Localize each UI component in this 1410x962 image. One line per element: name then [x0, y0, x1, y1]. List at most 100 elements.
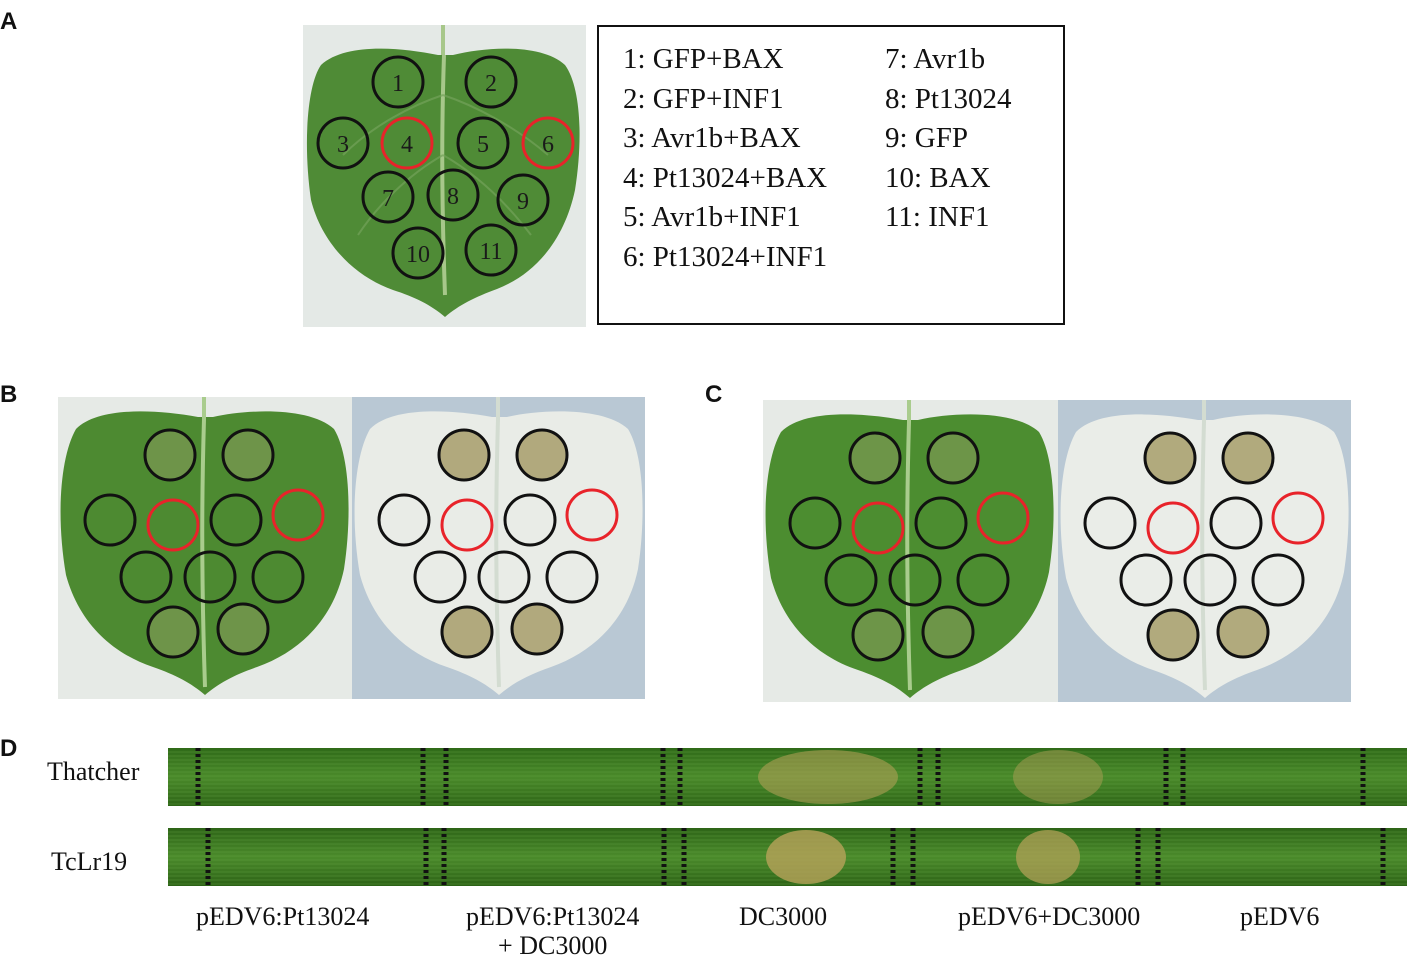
lesion — [758, 750, 898, 804]
treatment-label-line: pEDV6:Pt13024 — [196, 902, 370, 931]
highlight-circle — [851, 501, 905, 555]
panel-label-d: D — [0, 735, 18, 762]
infiltration-circle — [1209, 496, 1263, 550]
infiltration-circle — [377, 493, 431, 547]
infiltration-circle — [496, 173, 550, 227]
infiltration-circle — [464, 55, 518, 109]
infiltration-circle — [209, 493, 263, 547]
treatment-label: pEDV6:Pt13024 + DC3000 — [466, 902, 639, 960]
legend-item: 10: BAX — [885, 162, 991, 194]
leaf-photo-c-cleared — [1058, 400, 1351, 702]
highlight-circle — [440, 498, 494, 552]
spot-number: 4 — [401, 132, 413, 158]
infiltration-circle — [788, 496, 842, 550]
infiltration-circle — [477, 550, 531, 604]
infiltration-circle — [1216, 605, 1270, 659]
necrotic-lesion — [224, 431, 272, 479]
lesion-group — [766, 830, 1080, 884]
highlight-circle — [380, 116, 434, 170]
infiltration-circle — [1119, 553, 1173, 607]
infiltration-circle — [515, 428, 569, 482]
highlight-circle — [1146, 501, 1200, 555]
necrotic-lesion — [513, 605, 561, 653]
leaf-midrib — [200, 397, 207, 688]
marker-group — [205, 828, 1386, 886]
treatment-label-line: pEDV6+DC3000 — [958, 902, 1141, 931]
treatment-label-line: DC3000 — [739, 902, 828, 931]
infiltration-circle — [391, 226, 445, 280]
infiltration-circle — [956, 553, 1010, 607]
necrotic-lesion — [146, 431, 194, 479]
leaf-photo-c-green — [763, 400, 1058, 702]
row-label-thatcher: Thatcher — [47, 757, 140, 786]
infiltration-circle — [464, 223, 518, 277]
infiltration-circle — [1183, 553, 1237, 607]
highlight-circle — [565, 488, 619, 542]
circle-group — [377, 428, 619, 659]
infiltration-circle — [824, 553, 878, 607]
legend-item: 8: Pt13024 — [885, 83, 1012, 115]
infiltration-circle — [83, 493, 137, 547]
highlight-circle — [521, 116, 575, 170]
spot-number: 5 — [477, 132, 489, 158]
necrotic-lesion — [1146, 434, 1194, 482]
spot-number: 2 — [485, 71, 497, 97]
necrotic-lesion — [518, 431, 566, 479]
leaf-svg — [58, 397, 352, 699]
highlight-circle — [271, 488, 325, 542]
leaf-strip-svg — [168, 748, 1407, 806]
legend-item: 9: GFP — [885, 122, 969, 154]
leaf-strip-svg — [168, 828, 1407, 886]
lesion — [1013, 750, 1103, 804]
infiltration-circle — [251, 550, 305, 604]
spot-number: 10 — [406, 242, 430, 268]
infiltration-circle — [440, 605, 494, 659]
necrotic-lesion — [1149, 611, 1197, 659]
infiltration-circle — [1251, 553, 1305, 607]
infiltration-circle — [545, 550, 599, 604]
treatment-label: pEDV6:Pt13024 — [196, 902, 369, 931]
marker-group — [195, 748, 1366, 806]
infiltration-circle — [914, 496, 968, 550]
panel-label-a: A — [0, 8, 18, 35]
lesion-group — [758, 750, 1103, 804]
leaf-midrib — [494, 397, 501, 688]
lesion — [1016, 830, 1080, 884]
legend-item: 1: GFP+BAX — [623, 43, 784, 75]
infiltration-circle — [413, 550, 467, 604]
infiltration-circle — [183, 550, 237, 604]
necrotic-lesion — [440, 431, 488, 479]
legend-item: 2: GFP+INF1 — [623, 83, 784, 115]
infiltration-circle — [426, 168, 480, 222]
necrotic-lesion — [443, 608, 491, 656]
leaf-svg — [352, 397, 645, 699]
wheat-leaf-tclr19 — [168, 828, 1407, 886]
row-label-tclr19: TcLr19 — [51, 847, 128, 876]
legend-item: 4: Pt13024+BAX — [623, 162, 828, 194]
necrotic-lesion — [149, 608, 197, 656]
legend-item: 7: Avr1b — [885, 43, 986, 75]
necrotic-lesion — [1219, 608, 1267, 656]
infiltration-circle — [146, 605, 200, 659]
infiltration-circle — [510, 602, 564, 656]
necrotic-lesion — [924, 608, 972, 656]
infiltration-circle — [456, 116, 510, 170]
infiltration-circle — [221, 428, 275, 482]
treatment-label-line: + DC3000 — [498, 931, 608, 961]
legend-box: 1: GFP+BAX 2: GFP+INF1 3: Avr1b+BAX 4: P… — [597, 25, 1065, 325]
leaf-midrib — [905, 400, 912, 691]
treatment-label: DC3000 — [739, 902, 827, 931]
infiltration-circle — [316, 116, 370, 170]
infiltration-circle — [119, 550, 173, 604]
treatment-label: pEDV6+DC3000 — [958, 902, 1140, 931]
spot-number: 7 — [382, 186, 394, 212]
infiltration-circle — [921, 605, 975, 659]
treatment-label-line: pEDV6:Pt13024 — [466, 902, 640, 931]
necrotic-lesion — [1224, 434, 1272, 482]
spot-number: 11 — [479, 239, 502, 265]
circle-group — [788, 431, 1030, 662]
infiltration-circle — [1146, 608, 1200, 662]
